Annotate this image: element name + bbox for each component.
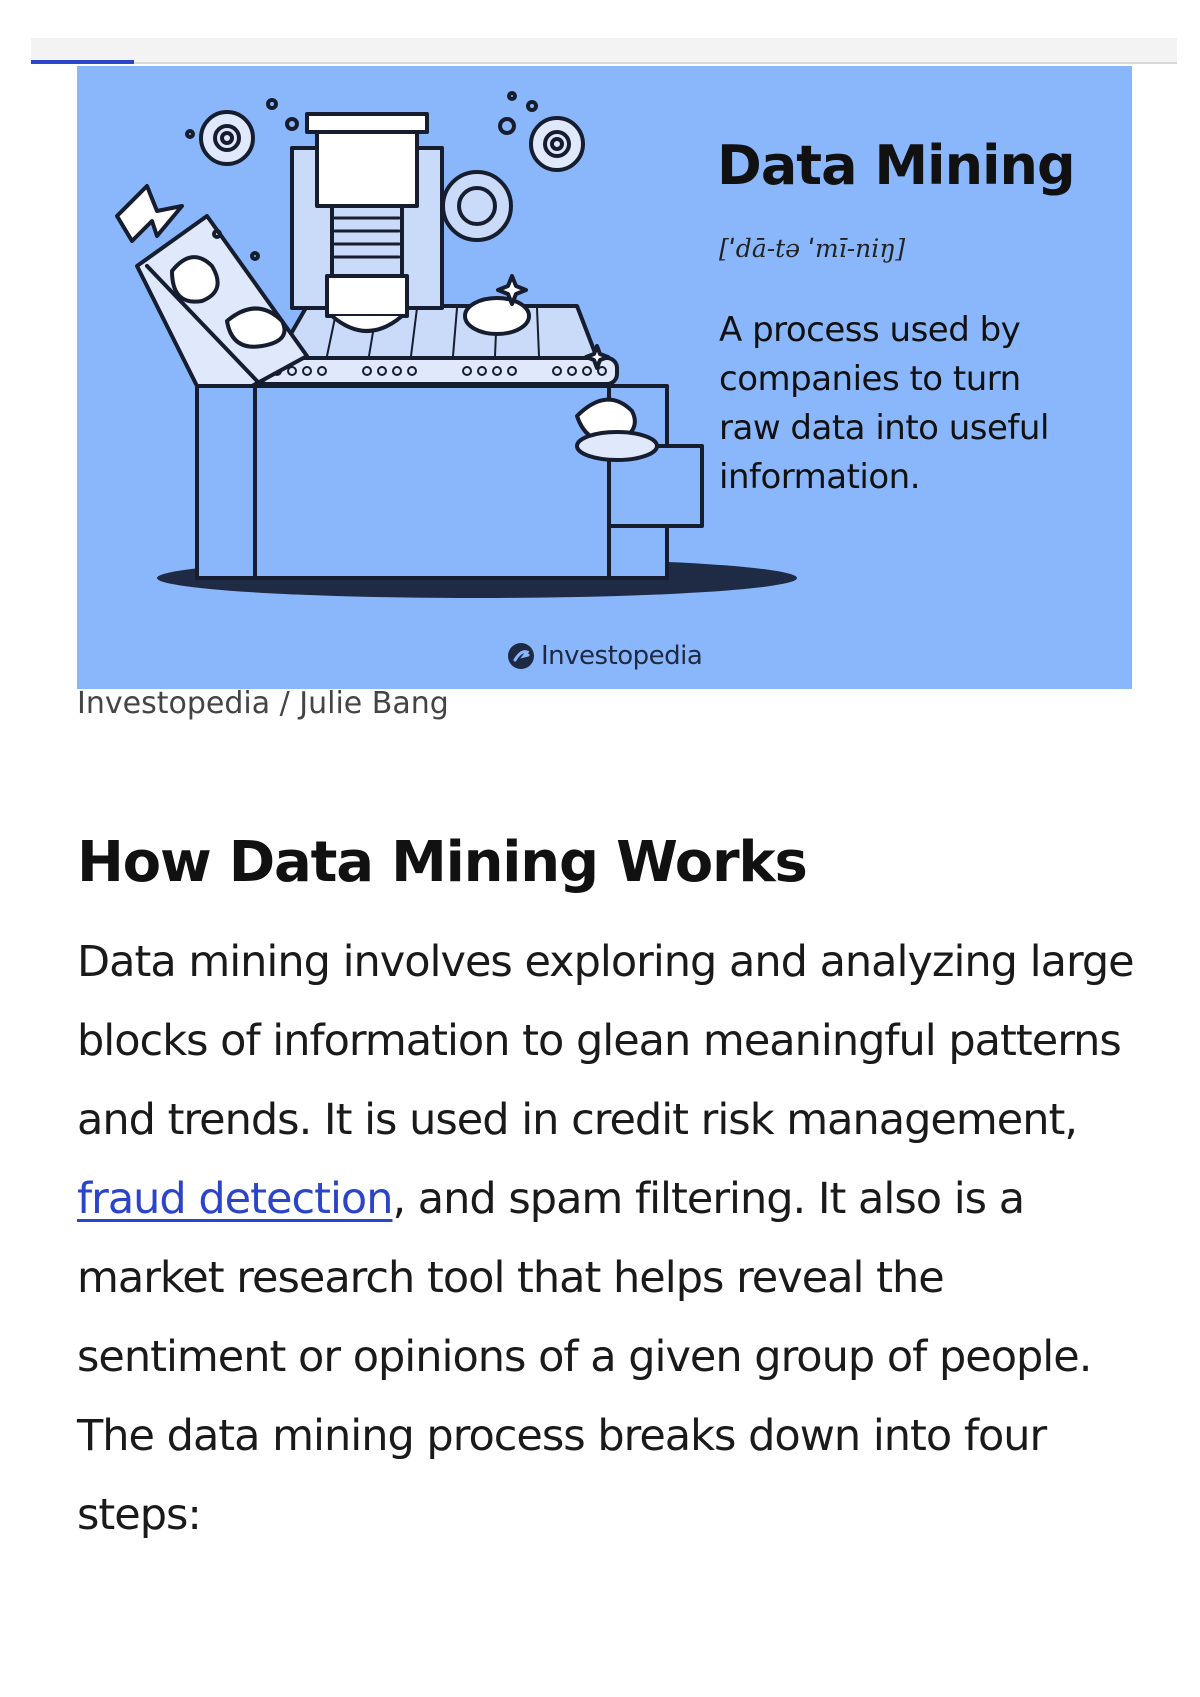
investopedia-logo-icon	[508, 643, 534, 669]
investopedia-logo: Investopedia	[507, 641, 703, 671]
infographic-title: Data Mining	[717, 134, 1076, 197]
infographic-pronunciation: [ˈdā-tə ˈmī-niŋ]	[719, 234, 906, 263]
section-heading: How Data Mining Works	[77, 830, 808, 895]
reading-progress-bar	[31, 38, 1177, 64]
section-paragraph: Data mining involves exploring and analy…	[77, 923, 1157, 1555]
image-credit-caption: Investopedia / Julie Bang	[77, 686, 449, 721]
investopedia-wordmark: Investopedia	[541, 641, 703, 671]
infographic-definition: A process used by companies to turn raw …	[719, 310, 1049, 497]
paragraph-text-end: , and spam filtering. It also is a marke…	[77, 1174, 1092, 1540]
reading-progress-fill	[31, 60, 135, 64]
data-mining-machine-illustration	[115, 91, 797, 598]
fraud-detection-link[interactable]: fraud detection	[77, 1174, 393, 1224]
data-mining-infographic: Data Mining [ˈdā-tə ˈmī-niŋ] A process u…	[77, 66, 1132, 689]
paragraph-text-start: Data mining involves exploring and analy…	[77, 937, 1135, 1145]
